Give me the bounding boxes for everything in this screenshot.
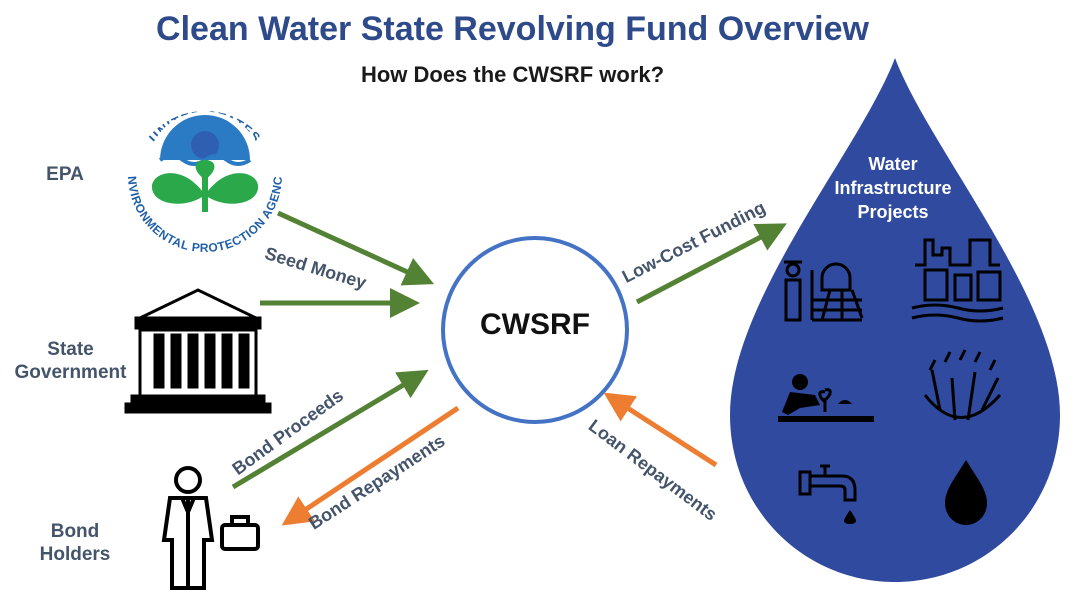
rain-grass-icon [923, 349, 1002, 421]
faucet-drop-icon [844, 510, 856, 524]
page-subtitle: How Does the CWSRF work? [360, 62, 665, 87]
arrow-bond-proceeds [231, 369, 429, 490]
state-label-line2: Government [14, 362, 127, 383]
state-label-line1: State [47, 339, 94, 360]
water-label-line3: Projects [857, 202, 929, 222]
water-drop-icon [945, 460, 987, 525]
cwsrf-label: CWSRF [480, 308, 590, 341]
planting-icon [778, 374, 874, 422]
bond-holder-person-icon [161, 466, 215, 590]
water-drop-shape [730, 58, 1060, 582]
farm-icon [784, 260, 864, 322]
arrow-bond-repayments [281, 405, 460, 526]
bond-label-line1: Bond [50, 521, 100, 542]
water-projects-label: Water Infrastructure Projects [808, 152, 978, 224]
water-label-line2: Infrastructure [834, 178, 952, 198]
state-government-label: State Government [8, 338, 133, 384]
arrow-loan-repayments [603, 392, 718, 468]
bond-holders-label: Bond Holders [30, 520, 120, 566]
faucet-icon [798, 464, 857, 502]
arrow-epa-seed [276, 210, 435, 286]
bond-label-line2: Holders [39, 544, 111, 565]
epa-label: EPA [46, 164, 84, 185]
industry-icon [911, 238, 1004, 323]
page-title: Clean Water State Revolving Fund Overvie… [156, 10, 869, 48]
water-label-line1: Water [868, 154, 918, 174]
state-building-icon [124, 288, 272, 414]
cwsrf-circle [441, 236, 629, 424]
arrow-low-cost-funding [635, 223, 787, 305]
briefcase-icon [220, 515, 260, 551]
